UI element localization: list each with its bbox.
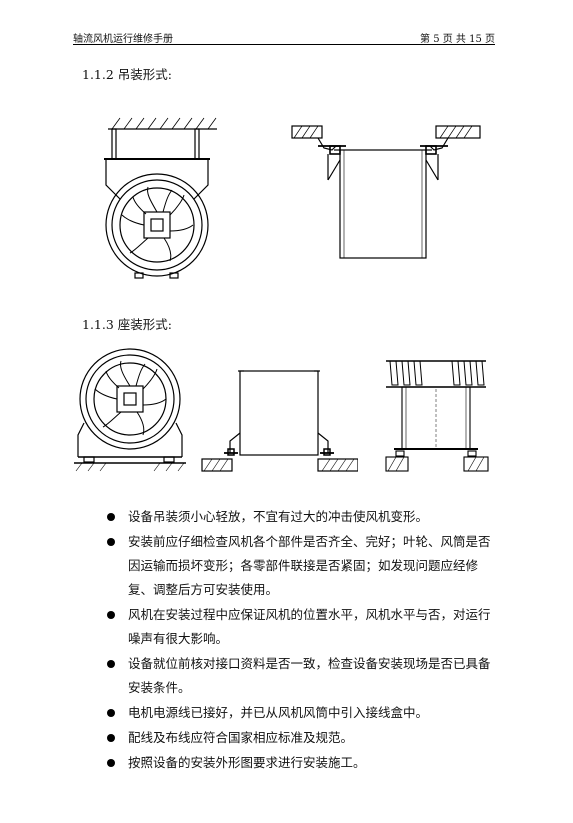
manual-title: 轴流风机运行维修手册 xyxy=(73,34,173,45)
list-item: 风机在安装过程中应保证风机的位置水平，风机水平与否，对运行噪声有很大影响。 xyxy=(106,603,501,651)
section-heading-hanging: 1.1.2 吊装形式: xyxy=(82,67,172,82)
hanging-side-view-drawing xyxy=(291,125,481,259)
bullet-icon xyxy=(107,611,115,619)
installation-notes-list: 设备吊装须小心轻放，不宜有过大的冲击使风机变形。 安装前应仔细检查风机各个部件是… xyxy=(106,505,501,776)
bullet-icon xyxy=(107,709,115,717)
bullet-icon xyxy=(107,759,115,767)
list-item: 配线及布线应符合国家相应标准及规范。 xyxy=(106,726,501,750)
list-item: 设备就位前核对接口资料是否一致，检查设备安装现场是否已具备安装条件。 xyxy=(106,652,501,700)
list-item: 按照设备的安装外形图要求进行安装施工。 xyxy=(106,751,501,775)
list-item: 电机电源线已接好，并已从风机风筒中引入接线盒中。 xyxy=(106,701,501,725)
seated-side-view-drawing xyxy=(201,370,358,472)
seated-front-view-drawing xyxy=(74,348,186,472)
bullet-icon xyxy=(107,660,115,668)
seated-vertical-drawing xyxy=(385,360,489,472)
bullet-icon xyxy=(107,538,115,546)
bullet-icon xyxy=(107,513,115,521)
section-heading-seated: 1.1.3 座装形式: xyxy=(82,317,172,332)
page-header: 轴流风机运行维修手册 第 5 页 共 15 页 xyxy=(73,30,495,45)
bullet-icon xyxy=(107,734,115,742)
hanging-front-view-drawing xyxy=(104,117,217,279)
page-number: 第 5 页 共 15 页 xyxy=(420,34,495,45)
list-item: 安装前应仔细检查风机各个部件是否齐全、完好；叶轮、风筒是否因运输而损坏变形；各零… xyxy=(106,530,501,602)
list-item: 设备吊装须小心轻放，不宜有过大的冲击使风机变形。 xyxy=(106,505,501,529)
